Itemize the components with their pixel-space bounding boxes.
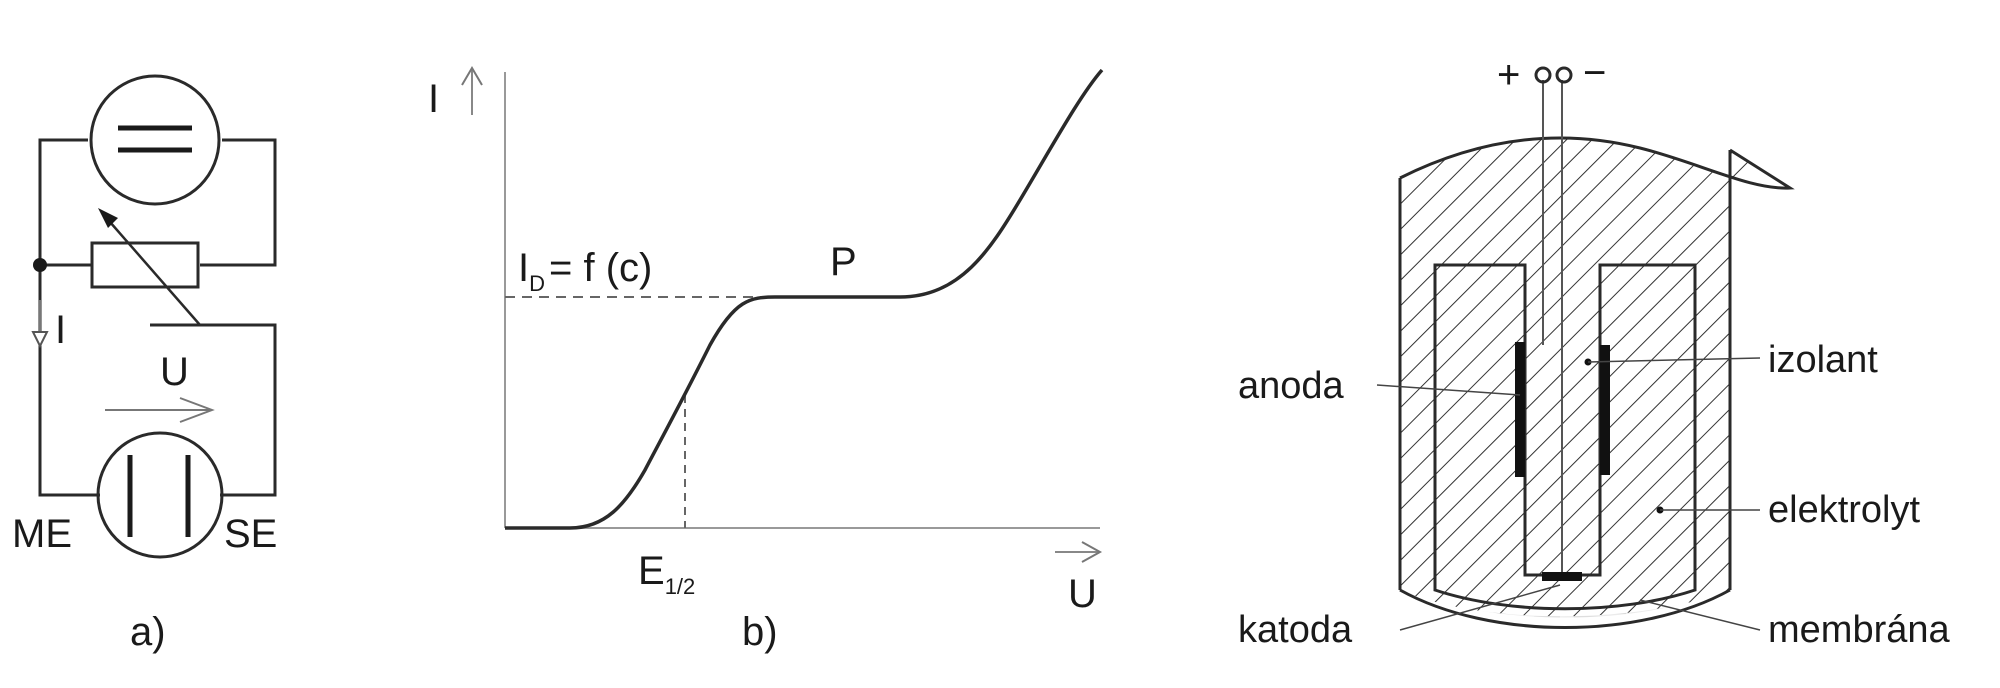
anode: [1515, 342, 1525, 477]
polarogram: I U ID= f (c) P E1/2 b): [428, 66, 1104, 654]
circuit-diagram: I U ME SE a): [12, 74, 277, 654]
electrolyte-chamber: [1433, 263, 1697, 611]
voltage-arrow-icon: [105, 397, 215, 423]
variable-resistor: [90, 208, 201, 326]
halfwave-potential-label: E1/2: [638, 549, 695, 599]
panel-label-a: a): [130, 610, 166, 654]
y-axis-arrow-icon: [461, 66, 483, 115]
minus-sign: −: [1583, 51, 1606, 95]
x-axis-arrow-icon: [1055, 541, 1103, 563]
x-axis-label: U: [1068, 572, 1097, 616]
y-axis-label: I: [428, 77, 439, 121]
panel-label-b: b): [742, 610, 778, 654]
clark-electrode: + − anoda izolant elektrolyt katoda memb…: [1238, 51, 1950, 651]
plus-sign: +: [1497, 53, 1520, 97]
se-label: SE: [224, 512, 277, 556]
label-electrolyte: elektrolyt: [1768, 489, 1920, 531]
voltage-label: U: [160, 350, 189, 394]
junction-dot: [33, 258, 47, 272]
current-arrow-icon: [31, 300, 49, 349]
me-label: ME: [12, 512, 72, 556]
label-insulator: izolant: [1768, 339, 1878, 381]
cathode: [1542, 572, 1582, 581]
terminal-minus: [1555, 66, 1573, 84]
limit-current-label: ID= f (c): [518, 246, 652, 296]
electrolytic-cell: [96, 431, 224, 559]
label-membrane: membrána: [1768, 609, 1950, 651]
polarographic-curve: [505, 68, 1104, 530]
anode-right: [1600, 345, 1610, 475]
label-cathode: katoda: [1238, 609, 1353, 651]
label-anode: anoda: [1238, 365, 1345, 407]
current-label: I: [55, 308, 66, 352]
meter-symbol: [89, 74, 221, 206]
membrane: [1399, 588, 1731, 629]
terminal-plus: [1534, 66, 1552, 84]
plateau-label: P: [830, 240, 857, 284]
